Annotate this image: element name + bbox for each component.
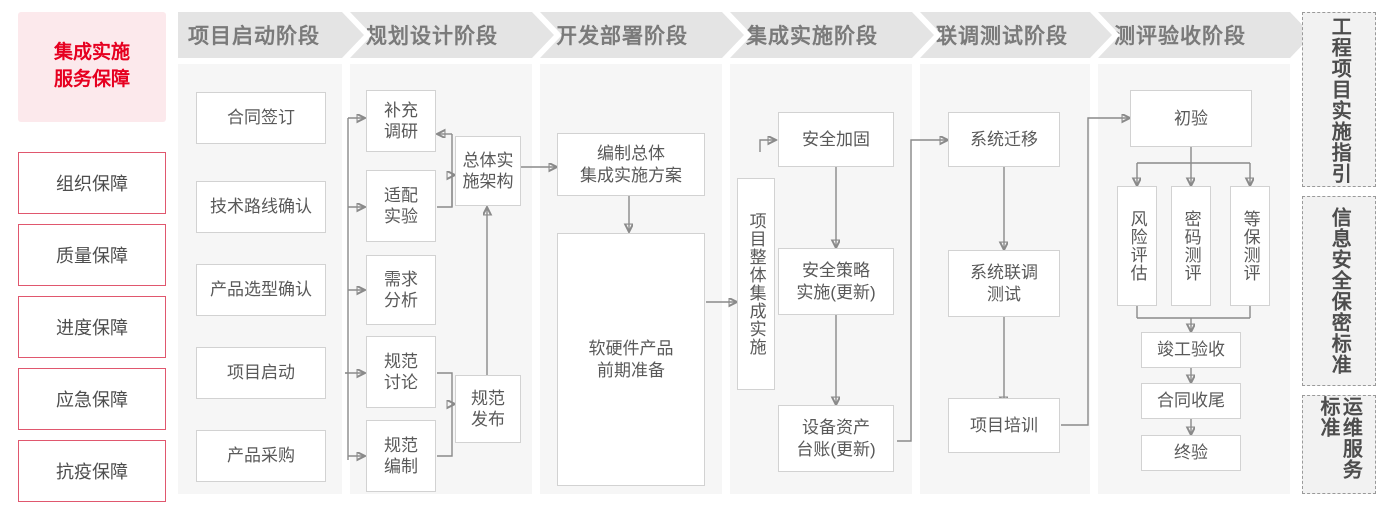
phase-header-2-label: 开发部署阶段	[556, 25, 688, 48]
phase-header-0[interactable]: 项目启动阶段	[178, 12, 364, 58]
node-等保测评[interactable]: 等保测评	[1230, 186, 1270, 306]
node-产品选型确认[interactable]: 产品选型确认	[196, 264, 326, 316]
node-项目培训[interactable]: 项目培训	[948, 398, 1060, 453]
phase-header-0-label: 项目启动阶段	[188, 25, 320, 48]
node-规范发布[interactable]: 规范发布	[455, 375, 521, 443]
node-设备资产台账更新[interactable]: 设备资产台账(更新)	[778, 405, 894, 472]
node-系统迁移[interactable]: 系统迁移	[948, 112, 1060, 167]
sidebar-item-0[interactable]: 工程项目实施指引	[1302, 12, 1376, 187]
left-panel-title: 集成实施服务保障	[18, 12, 166, 122]
node-技术路线确认[interactable]: 技术路线确认	[196, 181, 326, 233]
left-item-1[interactable]: 质量保障	[18, 224, 166, 286]
node-合同签订[interactable]: 合同签订	[196, 92, 326, 144]
phase-header-4-label: 联调测试阶段	[936, 25, 1068, 48]
node-适配实验[interactable]: 适配实验	[366, 170, 436, 242]
node-总体实施架构[interactable]: 总体实施架构	[455, 136, 521, 206]
node-安全加固[interactable]: 安全加固	[778, 112, 894, 167]
left-item-2[interactable]: 进度保障	[18, 296, 166, 358]
left-item-3[interactable]: 应急保障	[18, 368, 166, 430]
node-系统联调测试[interactable]: 系统联调测试	[948, 250, 1060, 317]
sidebar-item-0-label: 工程项目实施指引	[1328, 15, 1351, 184]
phase-header-2[interactable]: 开发部署阶段	[540, 12, 744, 58]
phase-header-5-label: 测评验收阶段	[1114, 25, 1246, 48]
node-规范编制[interactable]: 规范编制	[366, 420, 436, 492]
phase-header-1[interactable]: 规划设计阶段	[350, 12, 554, 58]
left-item-0[interactable]: 组织保障	[18, 152, 166, 214]
phase-header-3[interactable]: 集成实施阶段	[730, 12, 934, 58]
node-初验[interactable]: 初验	[1130, 90, 1252, 147]
node-软硬件产品前期准备[interactable]: 软硬件产品前期准备	[557, 233, 705, 486]
node-安全策略实施更新[interactable]: 安全策略实施(更新)	[778, 248, 894, 315]
node-需求分析[interactable]: 需求分析	[366, 255, 436, 325]
left-item-4[interactable]: 抗疫保障	[18, 440, 166, 502]
node-终验[interactable]: 终验	[1141, 435, 1241, 471]
sidebar-item-2[interactable]: 运维服务标准	[1302, 395, 1376, 494]
sidebar-item-1[interactable]: 信息安全保密标准	[1302, 196, 1376, 386]
node-编制总体集成实施方案[interactable]: 编制总体集成实施方案	[557, 133, 705, 196]
sidebar-item-2-label: 运维服务标准	[1317, 396, 1362, 480]
phase-header-5[interactable]: 测评验收阶段	[1098, 12, 1312, 58]
node-补充调研[interactable]: 补充调研	[366, 90, 436, 152]
node-规范讨论[interactable]: 规范讨论	[366, 336, 436, 408]
node-密码测评[interactable]: 密码测评	[1171, 186, 1211, 306]
node-合同收尾[interactable]: 合同收尾	[1141, 383, 1241, 419]
sidebar-item-1-label: 信息安全保密标准	[1328, 207, 1351, 375]
phase-header-1-label: 规划设计阶段	[366, 25, 498, 48]
node-风险评估[interactable]: 风险评估	[1117, 186, 1157, 306]
node-项目启动[interactable]: 项目启动	[196, 347, 326, 399]
node-竣工验收[interactable]: 竣工验收	[1141, 332, 1241, 368]
node-产品采购[interactable]: 产品采购	[196, 430, 326, 482]
node-项目整体集成实施[interactable]: 项目整体集成实施	[737, 178, 775, 390]
phase-header-4[interactable]: 联调测试阶段	[920, 12, 1112, 58]
phase-header-3-label: 集成实施阶段	[746, 25, 878, 48]
